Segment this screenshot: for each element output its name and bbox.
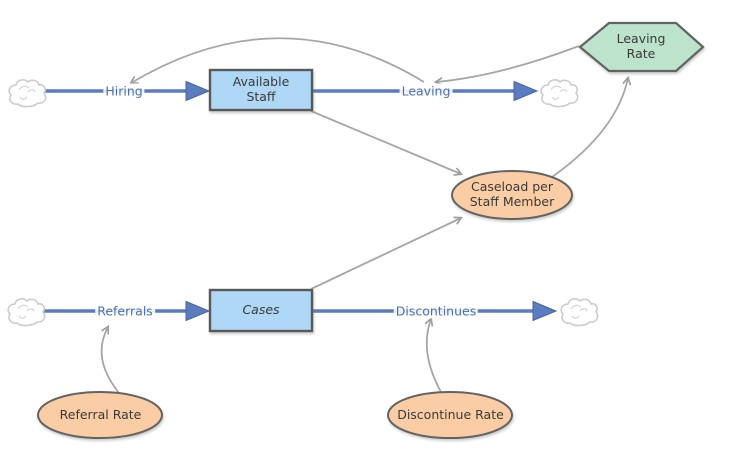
flow-leaving-label[interactable]: Leaving — [399, 83, 453, 99]
converter-discontinue-rate[interactable] — [387, 391, 513, 439]
flow-arrowhead-icon — [513, 80, 539, 102]
cloud-source-icon[interactable] — [7, 298, 46, 327]
connector-caseload-to-leaving-rate[interactable] — [551, 75, 632, 178]
cloud-sink-icon[interactable] — [540, 79, 579, 108]
cloud-source-icon[interactable] — [8, 79, 47, 108]
stock-available-staff[interactable] — [208, 68, 314, 112]
flow-referrals-label[interactable]: Referrals — [95, 303, 155, 319]
connector-cases-to-caseload[interactable] — [310, 216, 464, 290]
converter-leaving-rate[interactable] — [578, 21, 705, 73]
flow-arrowhead-icon — [185, 80, 211, 102]
flow-arrowhead-icon — [185, 300, 211, 322]
converter-referral-rate[interactable] — [37, 391, 163, 439]
connector-leaving-to-hiring[interactable] — [129, 37, 425, 85]
connector-leaving-rate-to-leaving[interactable] — [433, 45, 580, 86]
flow-discontinues-label[interactable]: Discontinues — [393, 303, 479, 319]
flow-hiring-label[interactable]: Hiring — [103, 83, 145, 99]
connector-referral-rate-to-referrals[interactable] — [100, 324, 120, 394]
stock-cases[interactable] — [208, 288, 314, 333]
converter-caseload-per-staff-member[interactable] — [451, 170, 573, 220]
connector-discontinue-rate-to-discontinues[interactable] — [424, 316, 442, 393]
cloud-sink-icon[interactable] — [560, 298, 599, 327]
flow-arrowhead-icon — [532, 300, 558, 322]
connector-available-staff-to-caseload[interactable] — [310, 110, 464, 176]
